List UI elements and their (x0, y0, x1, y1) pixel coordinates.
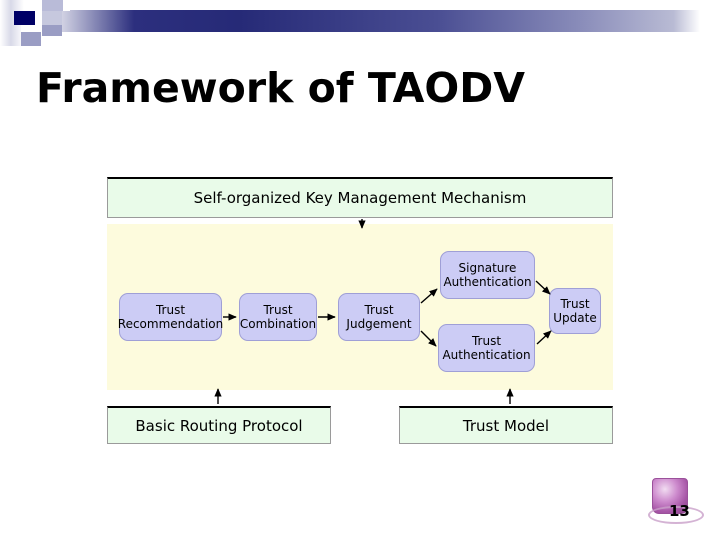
header-square-white-1 (56, 0, 70, 11)
node-line-1: Trust (471, 333, 502, 348)
header-square-lavender-3 (42, 25, 62, 36)
layer-self-organized-key-management-mechanism: Self-organized Key Management Mechanism (107, 177, 613, 218)
node-line-2: Update (553, 311, 597, 325)
page-number: 13 (669, 502, 690, 520)
node-line-2: Authentication (442, 348, 531, 362)
node-line-1: Trust (263, 302, 293, 317)
node-signature-authentication[interactable]: Signature Authentication (440, 251, 535, 299)
header-square-lavender-4 (21, 32, 41, 46)
node-trust-authentication[interactable]: Trust Authentication (438, 324, 535, 372)
layer-basic-routing-protocol: Basic Routing Protocol (107, 406, 331, 444)
node-line-1: Trust (364, 302, 394, 317)
node-trust-recommendation[interactable]: Trust Recommendation (117, 293, 224, 341)
layer-label: Self-organized Key Management Mechanism (193, 189, 527, 207)
node-trust-combination[interactable]: Trust Combination (239, 293, 317, 341)
node-line-2: Judgement (346, 317, 412, 331)
node-trust-judgement[interactable]: Trust Judgement (338, 293, 420, 341)
node-line-1: Signature (458, 260, 517, 275)
node-line-2: Combination (239, 317, 317, 331)
header-square-lavender-1 (42, 0, 63, 11)
node-line-2: Authentication (443, 275, 532, 289)
slide-header-decoration (0, 0, 720, 52)
layer-label: Basic Routing Protocol (135, 416, 303, 435)
node-line-1: Trust (155, 302, 186, 317)
page-title: Framework of TAODV (36, 64, 526, 112)
node-line-1: Trust (560, 296, 590, 311)
header-square-navy (14, 11, 35, 25)
footer-logo-group: 13 (648, 478, 704, 526)
layer-label: Trust Model (462, 416, 550, 435)
node-trust-update[interactable]: Trust Update (549, 288, 601, 334)
node-line-2: Recommendation (117, 317, 224, 331)
header-gradient-bar (42, 10, 700, 32)
layer-trust-model: Trust Model (399, 406, 613, 444)
header-square-lavender-2 (42, 11, 62, 25)
seal-ribbon-icon (648, 506, 704, 524)
